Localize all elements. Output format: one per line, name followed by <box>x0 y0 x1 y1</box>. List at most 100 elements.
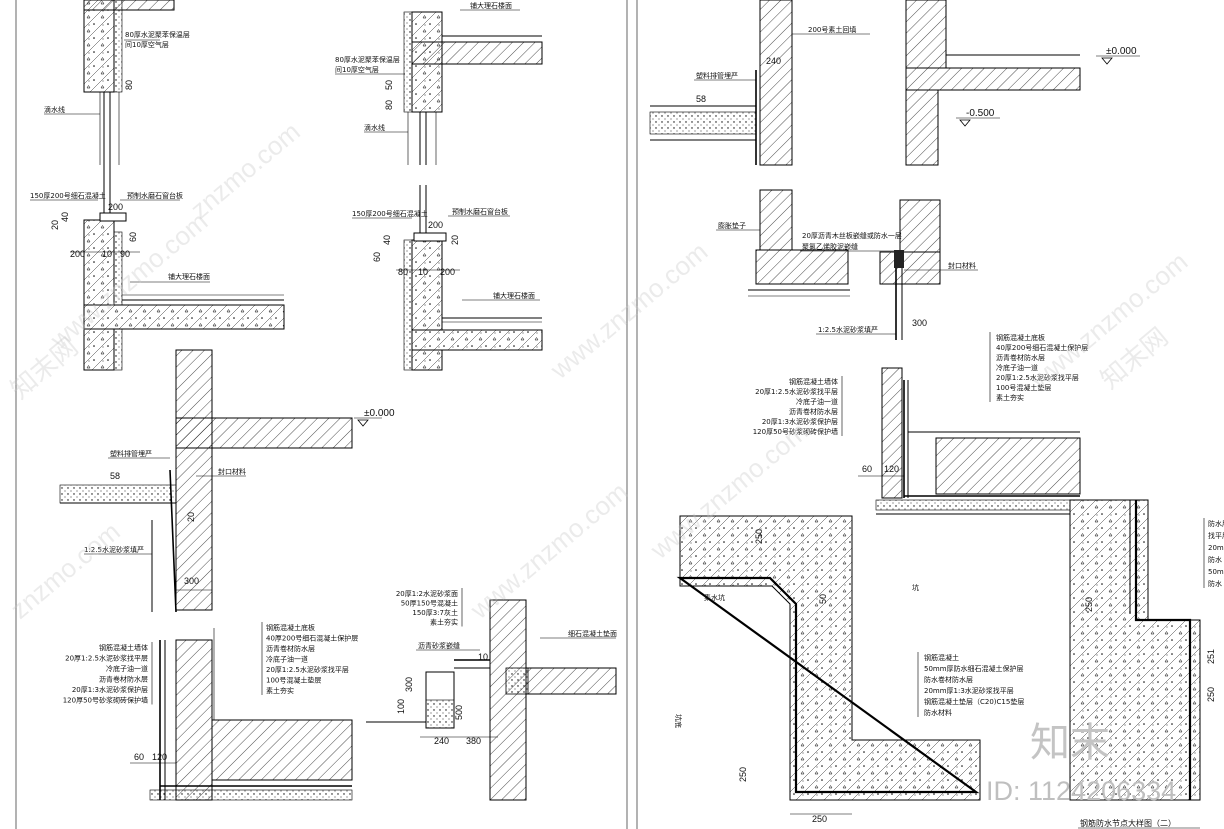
bl-stack-item: 20厚1:3水泥砂浆保护层 <box>72 685 148 694</box>
label-bl-mortar: 1:2.5水泥砂浆填严 <box>84 545 144 554</box>
label-concrete-b: 150厚200号细石混凝土 <box>352 209 428 218</box>
mr-stack-right-item: 100号混凝土垫层 <box>996 383 1051 392</box>
label-sill-b: 预制水磨石窗台板 <box>452 207 508 216</box>
detail-window-sill-b: 150厚200号细石混凝土 预制水磨石窗台板 铺大理石楼面 200 20 40 … <box>352 185 543 371</box>
label-insulation-b: 80厚水泥聚苯保温层 <box>335 55 400 64</box>
mr-stack-right-item: 40厚200号细石混凝土保护层 <box>996 343 1088 352</box>
bc-stack-item: 素土夯实 <box>430 618 458 627</box>
watermark-logo: 知末 <box>1030 720 1110 766</box>
watermark-url-4: www.znzmo.com <box>464 476 633 625</box>
br-stack-item: 钢筋混凝土 <box>924 653 959 662</box>
elevation-zero-right: ±0.000 <box>1106 46 1137 57</box>
label-insulation-a: 80厚水泥聚苯保温层 <box>125 30 190 39</box>
dim-80b: 80 <box>384 100 394 110</box>
br-far-right-labels: 防水层找平层20mm防水50mm防水 <box>1203 518 1224 588</box>
dim-250d: 250 <box>1084 597 1094 612</box>
detail-expansion-joint: 膨胀垫子 20厚沥青木丝板嵌缝或防水一层 聚氯乙烯胶泥嵌缝 封口材料 1:2.5… <box>716 189 978 340</box>
detail-basement-floor-left: 钢筋混凝土墙体20厚1:2.5水泥砂浆找平层冷底子油一道沥青卷材防水层20厚1:… <box>63 622 358 801</box>
br-far-right-item: 50mm <box>1208 568 1224 576</box>
label-tr-drain: 塑料排管埋严 <box>696 71 738 80</box>
label-concrete-a: 150厚200号细石混凝土 <box>30 191 106 200</box>
mr-stack-left-item: 钢筋混凝土墙体 <box>789 377 838 386</box>
dim-250b: 250 <box>738 767 748 782</box>
dim-40b: 40 <box>382 235 392 245</box>
watermark-cn-1: 知末网 <box>5 331 84 404</box>
label-airgap-a: 间10厚空气层 <box>125 40 169 49</box>
mr-stack-right-item: 冷底子油一道 <box>996 363 1038 372</box>
mr-stack-right-item: 沥青卷材防水层 <box>996 353 1045 362</box>
dim-40a: 40 <box>60 212 70 222</box>
label-airgap-b: 间10厚空气层 <box>335 65 379 74</box>
label-br-left-note: 坑底 <box>674 714 683 728</box>
label-floor-b: 铺大理石楼面 <box>493 291 535 300</box>
bl-stack-right-item: 钢筋混凝土底板 <box>266 623 315 632</box>
label-tr-backfill: 200号素土回填 <box>808 25 856 34</box>
label-top-right-floor: 铺大理石楼面 <box>470 1 512 10</box>
label-floor-a: 铺大理石楼面 <box>168 272 210 281</box>
dim-250c: 250 <box>812 814 827 824</box>
bl-stack-right-item: 冷底子油一道 <box>266 655 308 664</box>
dim-50b: 50 <box>818 594 828 604</box>
dim-251: 251 <box>1206 649 1216 664</box>
br-stack-item: 防水材料 <box>924 708 952 717</box>
detail-basement-floor-right: 钢筋混凝土墙体20厚1:2.5水泥砂浆找平层冷底子油一道沥青卷材防水层20厚1:… <box>753 332 1088 515</box>
dim-60a: 60 <box>128 232 138 242</box>
br-stack-item: 20mm厚1:3水泥砂浆找平层 <box>924 686 1014 695</box>
dim-20a: 20 <box>50 220 60 230</box>
dim-58b: 58 <box>696 94 706 104</box>
br-far-right-item: 20mm <box>1208 544 1224 552</box>
mr-stack-right-item: 20厚1:2.5水泥砂浆找平层 <box>996 373 1079 382</box>
dim-240b: 240 <box>766 56 781 66</box>
bc-stack-item: 150厚3:7灰土 <box>412 608 458 617</box>
dim-200d: 200 <box>440 267 455 277</box>
mr-stack-left-item: 120厚50号砂浆砌砖保护墙 <box>753 427 838 436</box>
label-drip-b: 滴水线 <box>364 123 385 132</box>
bl-stack-labels: 钢筋混凝土墙体 20厚1:2.5水泥砂浆找平层冷底子油一道沥青卷材防水层20厚1:… <box>63 642 153 705</box>
dim-10c: 10 <box>478 652 488 662</box>
dim-20c: 20 <box>186 512 196 522</box>
mr-stack-left-item: 冷底子油一道 <box>796 397 838 406</box>
dim-120a: 120 <box>152 752 167 762</box>
bl-stack-item: 冷底子油一道 <box>106 664 148 673</box>
bl-stack-item: 120厚50号砂浆砌砖保护墙 <box>63 696 148 705</box>
dim-100: 100 <box>396 699 406 714</box>
br-far-right-item: 找平层 <box>1208 531 1224 540</box>
label-bl-drain: 塑料排管埋严 <box>110 449 152 458</box>
dim-380: 380 <box>466 736 481 746</box>
label-br-pit: 集水坑 <box>704 593 725 602</box>
dim-500: 500 <box>454 705 464 720</box>
mr-stack-right-item: 钢筋混凝土底板 <box>996 333 1045 342</box>
detail-window-sill-a: 150厚200号细石混凝土 预制水磨石窗台板 铺大理石楼面 200 20 40 … <box>30 165 285 371</box>
elevation-minus: -0.500 <box>966 108 995 119</box>
elevation-zero-left: ±0.000 <box>364 408 395 419</box>
detail-retaining-wall-right: ±0.000 -0.500 200号素土回填 塑料排管埋严 240 58 <box>649 0 1140 166</box>
mr-stack-right-item: 素土夯实 <box>996 393 1024 402</box>
dim-300b: 300 <box>404 677 414 692</box>
dim-90: 90 <box>120 249 130 259</box>
br-far-right-item: 防水层 <box>1208 519 1224 528</box>
drawing-title: 钢筋防水节点大样图（二） <box>1080 818 1176 828</box>
watermark-url-2: www.znzmo.com <box>544 236 713 385</box>
bl-stack-item: 钢筋混凝土墙体 <box>99 643 148 652</box>
mr-stack-left-item: 20厚1:3水泥砂浆保护层 <box>762 417 838 426</box>
br-stack-item: 防水卷材防水层 <box>924 675 973 684</box>
dim-250a: 250 <box>754 529 764 544</box>
dim-300c: 300 <box>912 318 927 328</box>
bl-stack-item: 20厚1:2.5水泥砂浆找平层 <box>65 654 148 663</box>
br-far-right-item: 防水 <box>1208 555 1222 564</box>
bl-stack-right-item: 100号混凝土垫层 <box>266 676 321 685</box>
dim-240a: 240 <box>434 736 449 746</box>
bl-stack-right-item: 20厚1:2.5水泥砂浆找平层 <box>266 665 349 674</box>
dim-250e: 250 <box>1206 687 1216 702</box>
dim-20b: 20 <box>450 235 460 245</box>
bl-stack-item: 沥青卷材防水层 <box>99 675 148 684</box>
br-stack-labels: 钢筋混凝土50mm厚防水细石混凝土保护层防水卷材防水层20mm厚1:3水泥砂浆找… <box>917 652 1024 717</box>
dim-10a: 10 <box>102 249 112 259</box>
label-sill-a: 预制水磨石窗台板 <box>127 191 183 200</box>
detail-sump-pit: 集水坑 坑底 坑 钢筋混凝土50mm厚防水细石混凝土保护层防水卷材防水层20mm… <box>674 499 1224 829</box>
bl-stack-right-item: 沥青卷材防水层 <box>266 644 315 653</box>
dim-200a: 200 <box>108 202 123 212</box>
